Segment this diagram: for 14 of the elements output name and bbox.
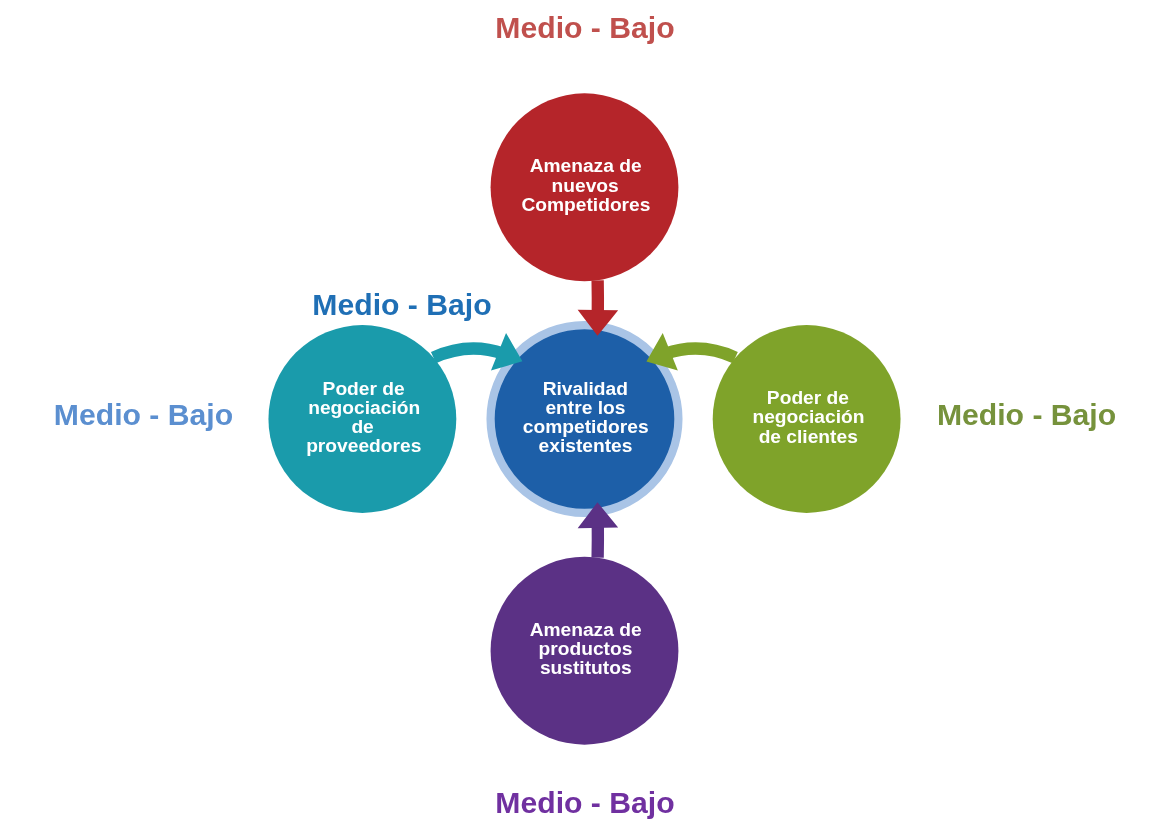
node-circle: Rivalidad entre los competidores existentes — [485, 320, 683, 518]
node-label: Medio - Bajo — [494, 785, 675, 819]
node-label: Medio - Bajo — [494, 10, 675, 44]
node-label: Medio - Bajo — [936, 398, 1116, 432]
node-circle: Poder de negociación de clientes — [712, 325, 901, 513]
arrow — [645, 332, 738, 371]
node-label: Medio - Bajo — [53, 398, 233, 432]
node-circle: Amenaza de nuevos Competidores — [490, 93, 678, 282]
arrow — [577, 502, 618, 558]
node-label: Medio - Bajo — [311, 287, 492, 321]
node-circle: Amenaza de productos sustitutos — [490, 556, 678, 745]
arrow — [430, 332, 522, 371]
arrow — [577, 280, 618, 336]
node-circle: Poder de negociación de proveedores — [267, 325, 456, 513]
